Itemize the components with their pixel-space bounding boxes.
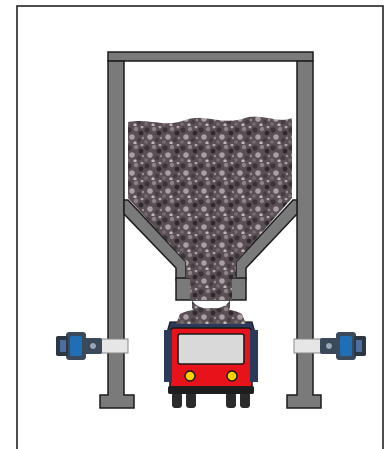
truck-icon bbox=[164, 308, 258, 408]
